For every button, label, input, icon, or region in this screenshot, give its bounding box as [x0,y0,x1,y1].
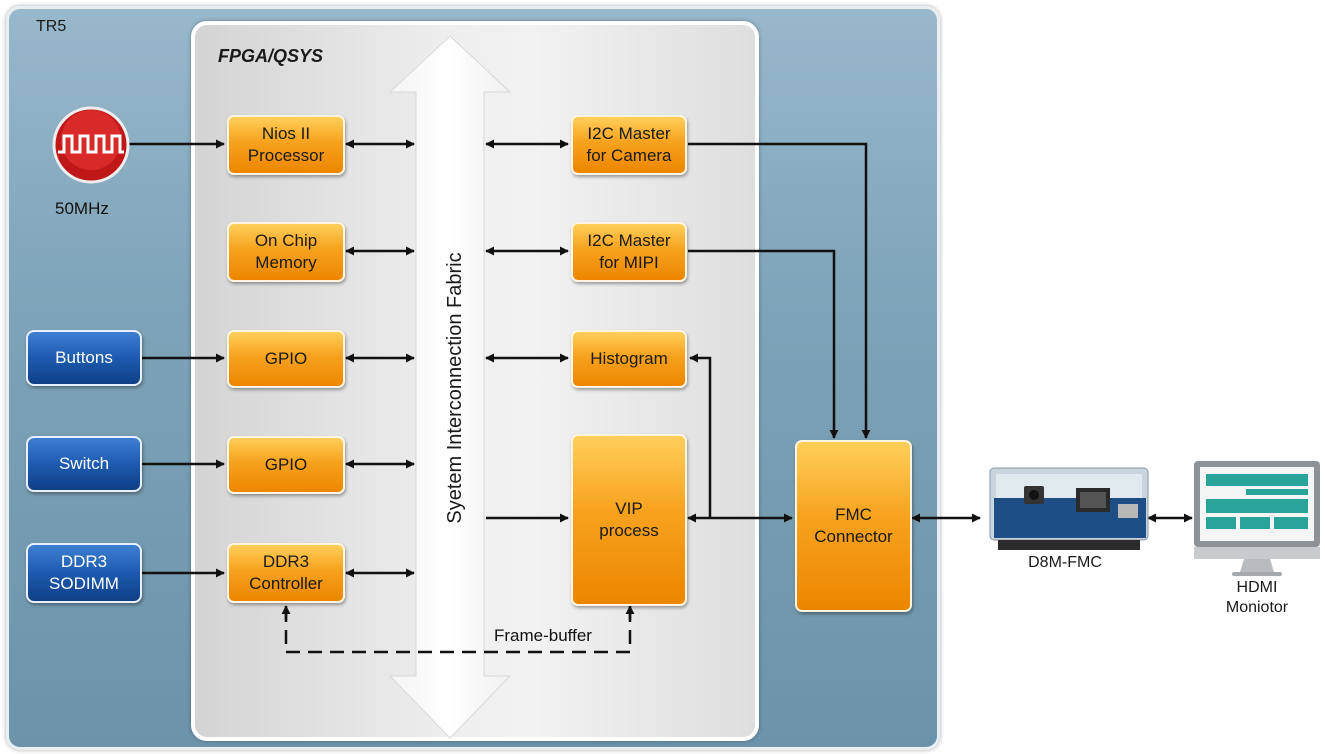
histogram-box: Histogram [571,330,687,388]
onchip-line1: On Chip [254,231,318,250]
ddr3-sodimm-box: DDR3 SODIMM [26,543,142,603]
clock-label: 50MHz [55,199,109,218]
interconnection-fabric-arrow [388,35,512,739]
hdmi-monitor-label: HDMI Moniotor [1212,578,1302,618]
fmc-line2: Connector [814,527,893,546]
i2c-master-camera-box: I2C Master for Camera [571,115,687,175]
ddr3-ctrl-line1: DDR3 [262,552,310,571]
switch-label: Switch [58,454,110,473]
nios-line2: Processor [247,146,325,165]
vip-line1: VIP [615,499,643,518]
nios-ii-processor-box: Nios II Processor [227,115,345,175]
ddr3-ctrl-line2: Controller [249,574,323,593]
on-chip-memory-box: On Chip Memory [227,222,345,282]
fmc-line1: FMC [835,505,872,524]
fmc-connector-box: FMC Connector [795,440,912,612]
ddr3-sodimm-line2: SODIMM [49,574,119,593]
hdmi-line1: HDMI [1236,579,1278,596]
vip-process-box: VIP process [571,434,687,606]
i2c-master-mipi-box: I2C Master for MIPI [571,222,687,282]
frame-buffer-label: Frame-buffer [494,626,592,645]
buttons-input-box: Buttons [26,330,142,386]
hdmi-line2: Moniotor [1225,599,1289,616]
fpga-label: FPGA/QSYS [218,46,324,66]
hdmi-monitor-icon [1194,461,1320,576]
i2c-mipi-line2: for MIPI [599,253,659,272]
nios-line1: Nios II [261,124,311,143]
gpio1-label: GPIO [264,349,308,368]
histogram-label: Histogram [590,349,668,368]
fabric-label: Syetem Interconnection Fabric [444,252,466,524]
onchip-line2: Memory [255,253,317,272]
clock-oscillator-icon [52,106,130,184]
buttons-label: Buttons [55,348,113,367]
gpio-buttons-box: GPIO [227,330,345,388]
i2c-camera-line1: I2C Master [587,124,671,143]
i2c-mipi-line1: I2C Master [587,231,671,250]
d8m-fmc-label: D8M-FMC [1028,554,1102,571]
vip-line2: process [599,521,659,540]
switch-input-box: Switch [26,436,142,492]
ddr3-controller-box: DDR3 Controller [227,543,345,603]
d8m-fmc-board-image [989,467,1149,550]
gpio-switch-box: GPIO [227,436,345,494]
board-label: TR5 [36,18,67,35]
ddr3-sodimm-line1: DDR3 [60,552,108,571]
i2c-camera-line2: for Camera [586,146,672,165]
gpio2-label: GPIO [264,455,308,474]
